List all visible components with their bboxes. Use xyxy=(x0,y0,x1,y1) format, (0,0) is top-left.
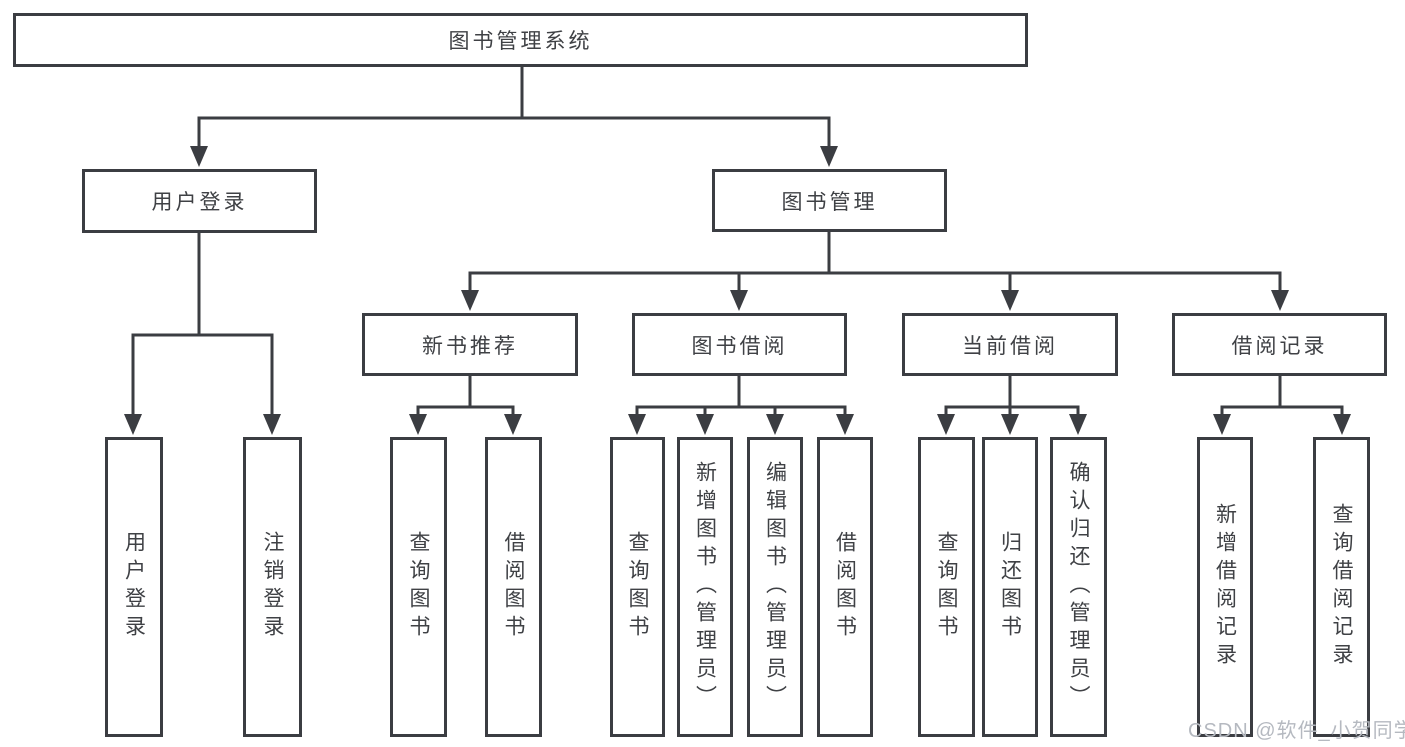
leaf-query-books-current: 查询图书 xyxy=(918,437,975,737)
csdn-watermark: CSDN @软件_小贺同学 xyxy=(1188,720,1405,742)
leaf-add-book-admin: 新增图书（管理员） xyxy=(677,437,733,737)
node-book-borrow: 图书借阅 xyxy=(632,313,847,376)
node-library-management-system: 图书管理系统 xyxy=(13,13,1028,67)
leaf-query-books-recommend: 查询图书 xyxy=(390,437,447,737)
leaf-query-borrow-record: 查询借阅记录 xyxy=(1313,437,1370,737)
node-book-management: 图书管理 xyxy=(712,169,947,232)
node-borrow-records: 借阅记录 xyxy=(1172,313,1387,376)
leaf-query-books-borrow: 查询图书 xyxy=(610,437,665,737)
leaf-add-borrow-record: 新增借阅记录 xyxy=(1197,437,1253,737)
node-current-borrow: 当前借阅 xyxy=(902,313,1118,376)
node-user-login: 用户登录 xyxy=(82,169,317,233)
leaf-user-login: 用户登录 xyxy=(105,437,163,737)
leaf-borrow-books-recommend: 借阅图书 xyxy=(485,437,542,737)
leaf-logout: 注销登录 xyxy=(243,437,302,737)
leaf-confirm-return-admin: 确认归还（管理员） xyxy=(1050,437,1107,737)
leaf-edit-book-admin: 编辑图书（管理员） xyxy=(747,437,803,737)
leaf-borrow-books: 借阅图书 xyxy=(817,437,873,737)
leaf-return-books: 归还图书 xyxy=(982,437,1038,737)
node-new-book-recommend: 新书推荐 xyxy=(362,313,578,376)
